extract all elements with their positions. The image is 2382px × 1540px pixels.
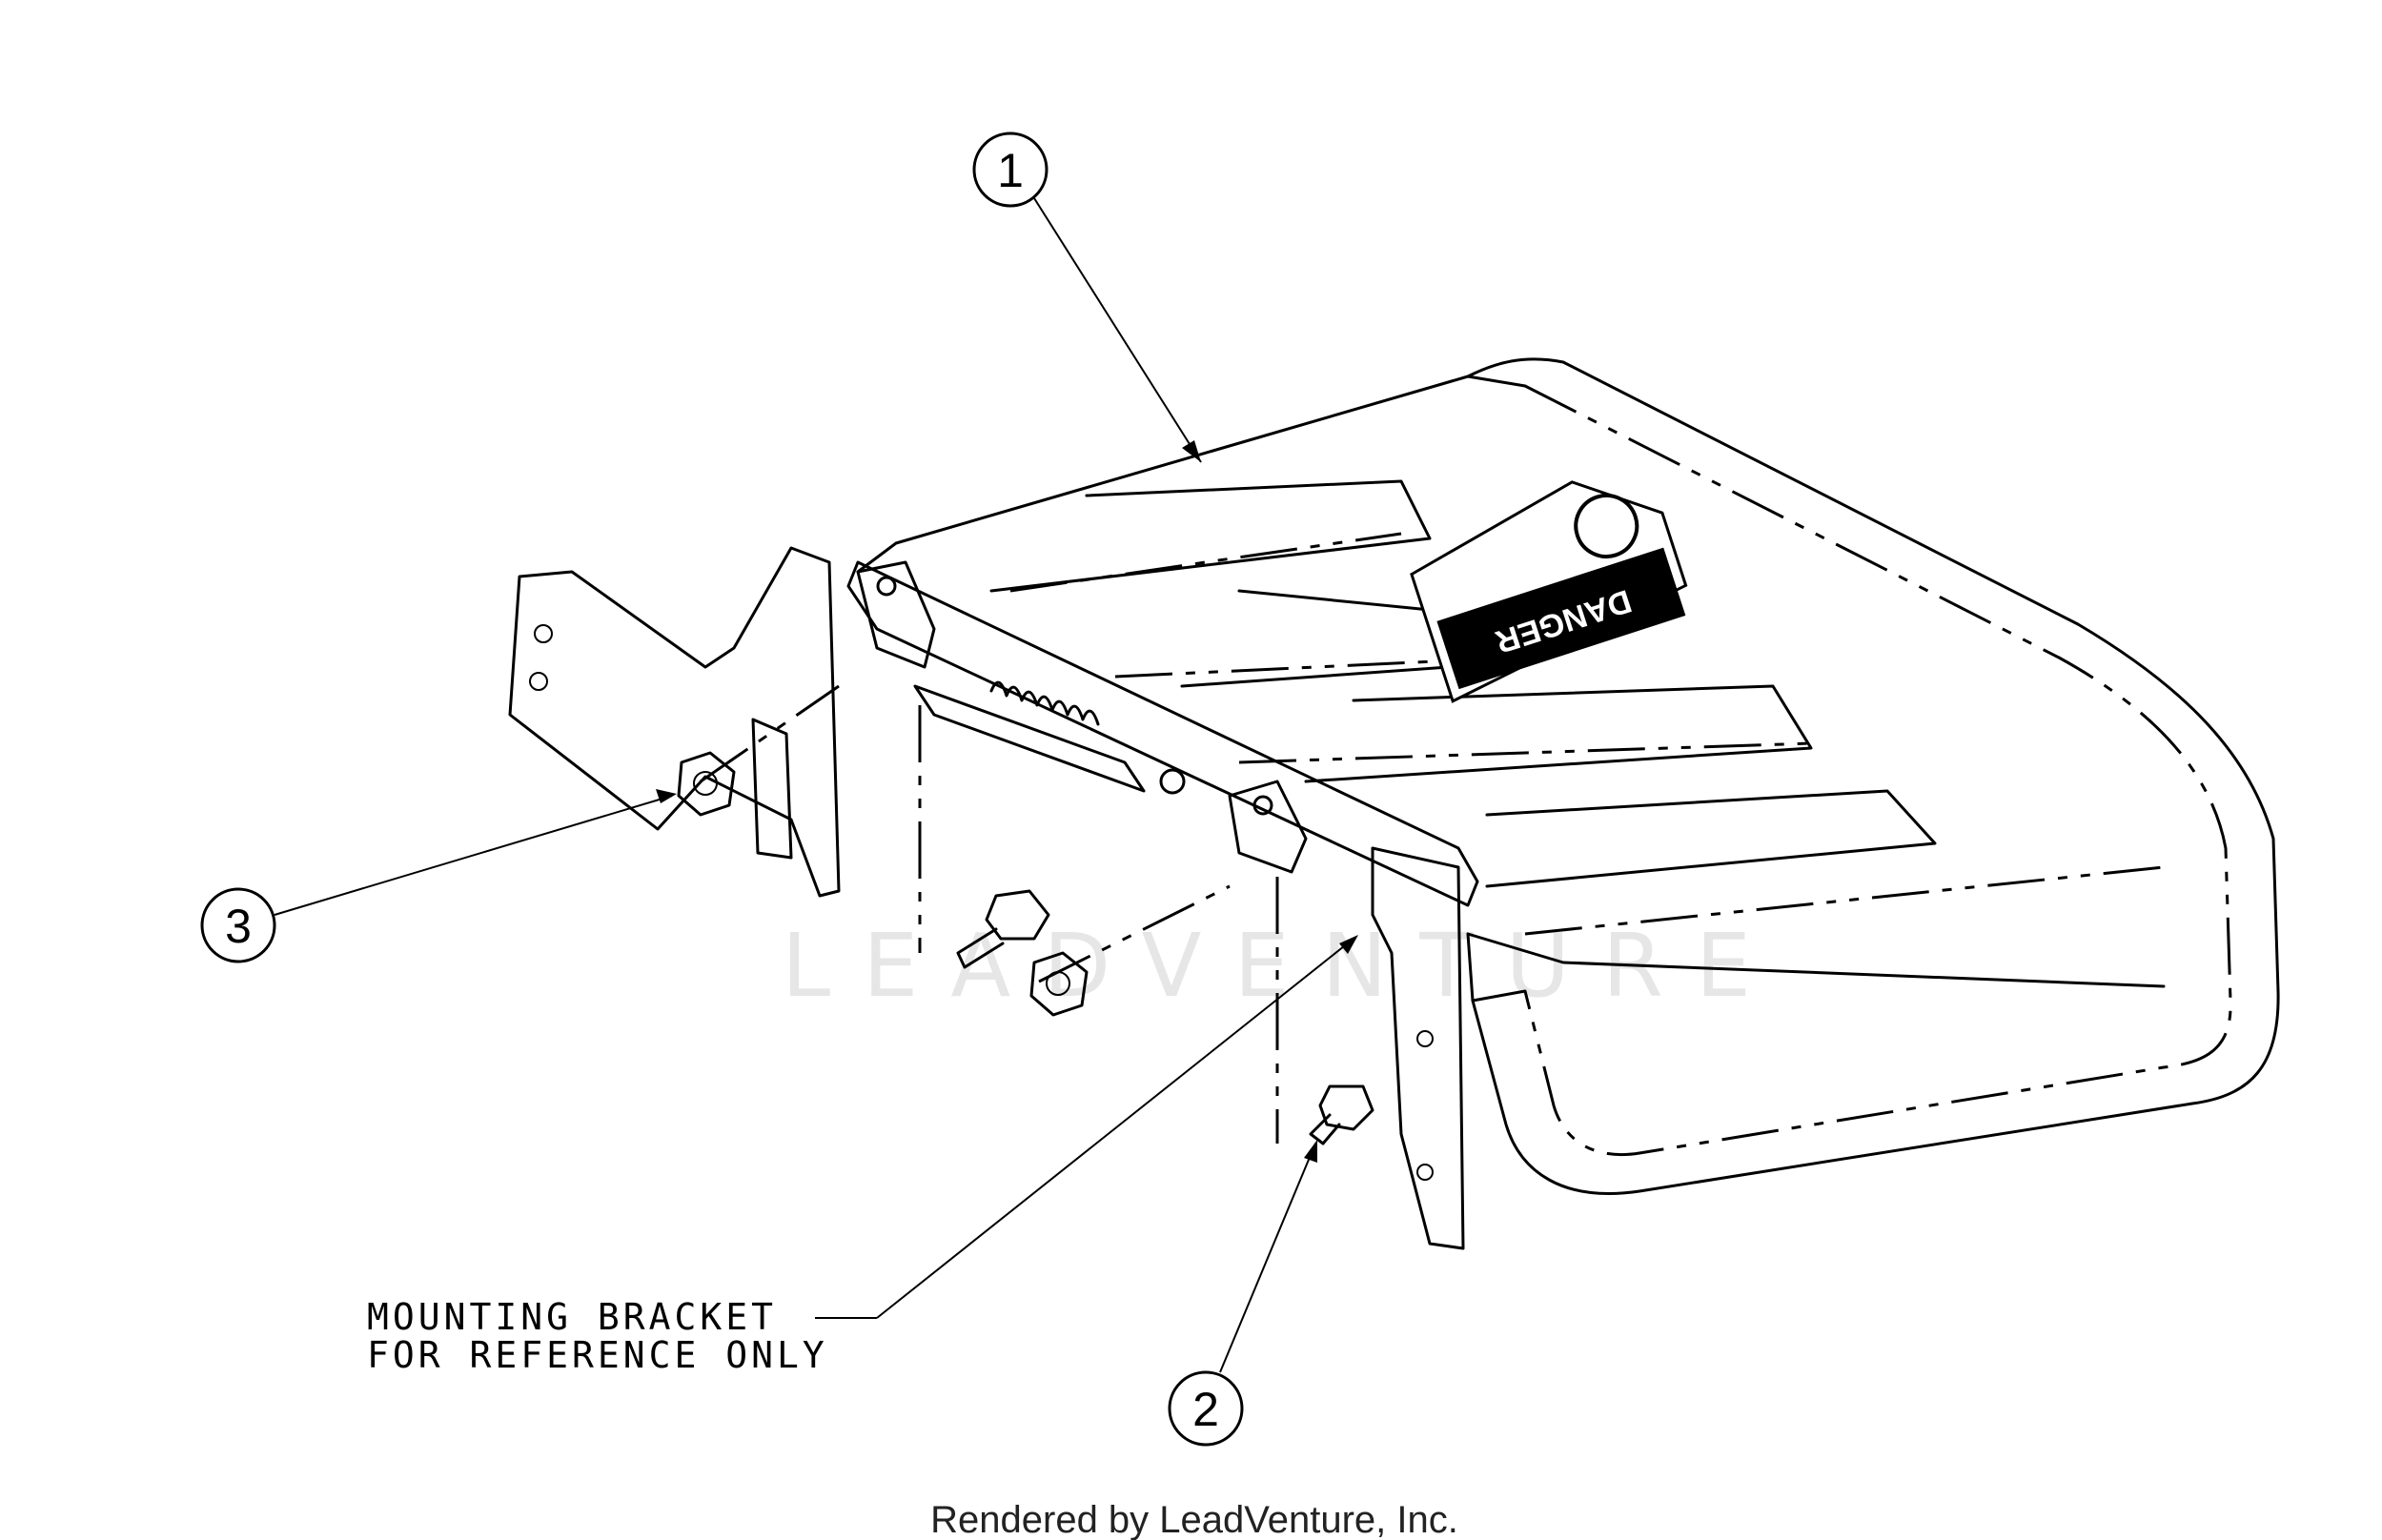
carriage-bolt-right (1309, 1084, 1374, 1145)
callout-3-number: 3 (225, 900, 252, 953)
note-line-1: MOUNTING BRACKET (367, 1296, 777, 1338)
note-line-2: FOR REFERENCE ONLY (367, 1334, 828, 1376)
callout-1: 1 (972, 132, 1202, 463)
mtd-logo-icon (1574, 493, 1639, 558)
left-mounting-bracket (508, 546, 841, 898)
flange-nut-left (677, 751, 736, 817)
right-mounting-bracket (1371, 846, 1465, 1250)
hinge-assembly (846, 560, 1479, 907)
footer-credit: Rendered by LeadVenture, Inc. (930, 1499, 1458, 1540)
carriage-bolt-center (956, 889, 1050, 969)
callout-1-number: 1 (997, 144, 1024, 197)
reference-note: MOUNTING BRACKET FOR REFERENCE ONLY (367, 935, 1358, 1376)
danger-decal: DANGER (1410, 480, 1688, 703)
callout-2-number: 2 (1192, 1383, 1219, 1436)
callout-2: 2 (1168, 1140, 1317, 1447)
callout-3: 3 (200, 789, 677, 963)
watermark: LEADVENTURE (782, 915, 1783, 1017)
